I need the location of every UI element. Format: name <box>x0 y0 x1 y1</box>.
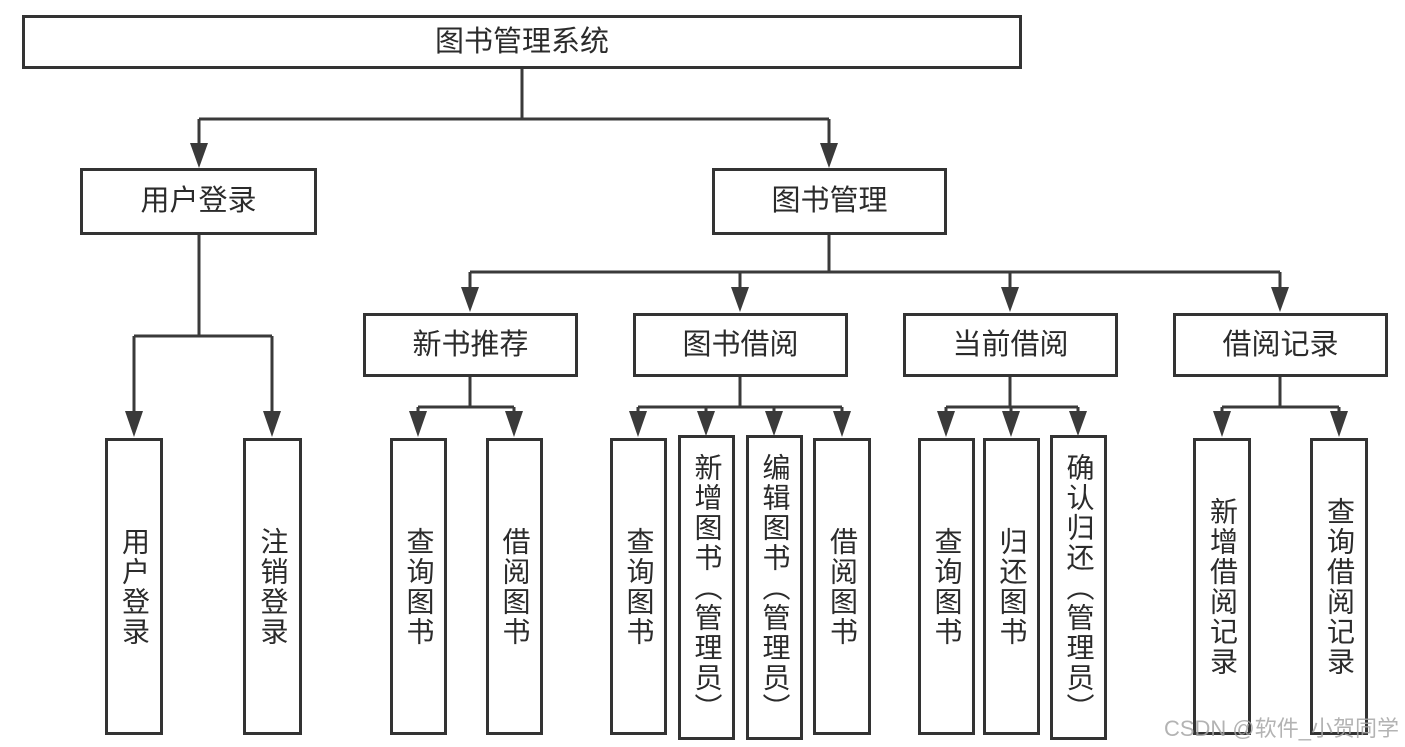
leaf-borrow-edit-book-admin: 编辑图书（管理员） <box>746 435 803 740</box>
node-borrowing-records: 借阅记录 <box>1173 313 1388 377</box>
leaf-records-query-record-label: 查询借阅记录 <box>1324 496 1355 677</box>
node-current-borrowing-label: 当前借阅 <box>952 328 1069 361</box>
node-user-login: 用户登录 <box>80 168 317 235</box>
node-book-management-label: 图书管理 <box>771 185 888 217</box>
node-user-login-label: 用户登录 <box>140 185 257 217</box>
leaf-current-query-book: 查询图书 <box>918 438 975 735</box>
leaf-borrow-query-book-label: 查询图书 <box>623 526 655 647</box>
node-book-borrowing-label: 图书借阅 <box>682 328 799 361</box>
leaf-borrow-add-book-admin-label: 新增图书（管理员） <box>691 452 723 723</box>
leaf-current-query-book-label: 查询图书 <box>931 526 963 647</box>
leaf-user-login-label: 用户登录 <box>119 526 150 647</box>
leaf-current-confirm-return-admin: 确认归还（管理员） <box>1050 435 1107 740</box>
leaf-borrow-edit-book-admin-label: 编辑图书（管理员） <box>759 452 791 723</box>
leaf-records-add-record: 新增借阅记录 <box>1193 438 1251 735</box>
leaf-recommend-query-book: 查询图书 <box>390 438 447 735</box>
leaf-logout: 注销登录 <box>243 438 302 735</box>
leaf-recommend-borrow-book: 借阅图书 <box>486 438 543 735</box>
leaf-borrow-query-book: 查询图书 <box>610 438 667 735</box>
node-current-borrowing: 当前借阅 <box>903 313 1118 377</box>
leaf-recommend-borrow-book-label: 借阅图书 <box>499 526 531 647</box>
leaf-current-return-book: 归还图书 <box>983 438 1040 735</box>
watermark: CSDN @软件_小贺同学 <box>1163 716 1399 741</box>
node-new-book-recommend: 新书推荐 <box>363 313 578 377</box>
leaf-borrow-borrow-book: 借阅图书 <box>813 438 871 735</box>
node-root-label: 图书管理系统 <box>434 25 609 58</box>
node-book-management: 图书管理 <box>712 168 947 235</box>
leaf-borrow-add-book-admin: 新增图书（管理员） <box>678 435 735 740</box>
leaf-logout-label: 注销登录 <box>257 526 289 647</box>
leaf-records-add-record-label: 新增借阅记录 <box>1207 496 1238 677</box>
node-borrowing-records-label: 借阅记录 <box>1222 328 1339 361</box>
leaf-user-login: 用户登录 <box>105 438 163 735</box>
node-root: 图书管理系统 <box>22 15 1022 69</box>
node-new-book-recommend-label: 新书推荐 <box>412 328 529 361</box>
leaf-current-confirm-return-admin-label: 确认归还（管理员） <box>1063 452 1095 723</box>
leaf-current-return-book-label: 归还图书 <box>996 526 1028 647</box>
leaf-borrow-borrow-book-label: 借阅图书 <box>827 526 858 647</box>
node-book-borrowing: 图书借阅 <box>633 313 848 377</box>
leaf-recommend-query-book-label: 查询图书 <box>403 526 435 647</box>
leaf-records-query-record: 查询借阅记录 <box>1310 438 1368 735</box>
